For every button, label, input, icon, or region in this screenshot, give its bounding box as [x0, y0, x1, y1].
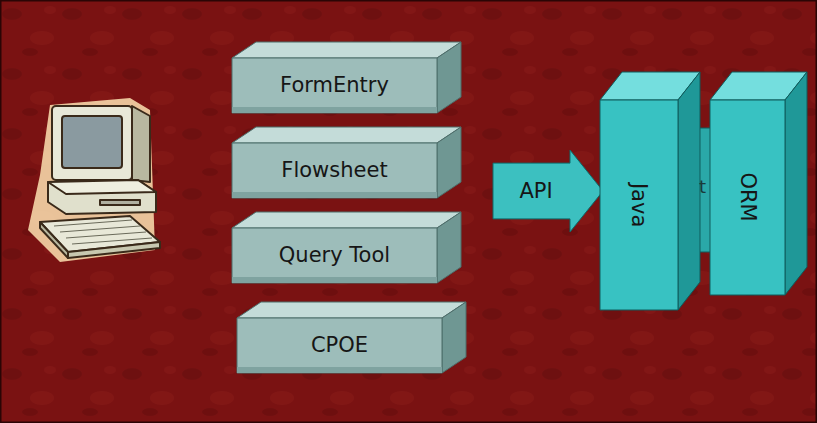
top-face: [237, 302, 466, 318]
front-face: [232, 228, 437, 283]
front-face: [600, 100, 678, 310]
front-face: [232, 143, 437, 198]
side-face: [437, 127, 461, 198]
top-face: [232, 212, 461, 228]
api-arrow: API: [493, 150, 603, 232]
node-label: FormEntry: [280, 73, 389, 97]
front-face: [237, 318, 442, 373]
partial-label: t: [699, 176, 706, 197]
arrow-shape: [493, 150, 603, 232]
node-label: API: [519, 179, 552, 203]
node-label: CPOE: [311, 333, 368, 357]
module-bar: FormEntry: [232, 58, 437, 113]
bottom-bevel: [232, 277, 437, 283]
side-face: [437, 212, 461, 283]
side-face: [442, 302, 466, 373]
node-label: ORM: [735, 173, 759, 222]
top-face: [232, 127, 461, 143]
side-face: [678, 72, 700, 310]
node-label: Query Tool: [279, 243, 390, 267]
top-face: [232, 42, 461, 58]
side-face: [785, 72, 807, 295]
node-label: Java: [627, 183, 651, 227]
layer-box: ORM: [710, 100, 785, 295]
module-bar: Query Tool: [232, 228, 437, 283]
front-face: [710, 100, 785, 295]
front-face: [232, 58, 437, 113]
bottom-bevel: [237, 367, 442, 373]
layer-box: Java: [600, 100, 678, 310]
node-label: Flowsheet: [281, 158, 387, 182]
side-face: [437, 42, 461, 113]
module-bar: Flowsheet: [232, 143, 437, 198]
bottom-bevel: [232, 192, 437, 198]
bottom-bevel: [232, 107, 437, 113]
module-bar: CPOE: [237, 318, 442, 373]
